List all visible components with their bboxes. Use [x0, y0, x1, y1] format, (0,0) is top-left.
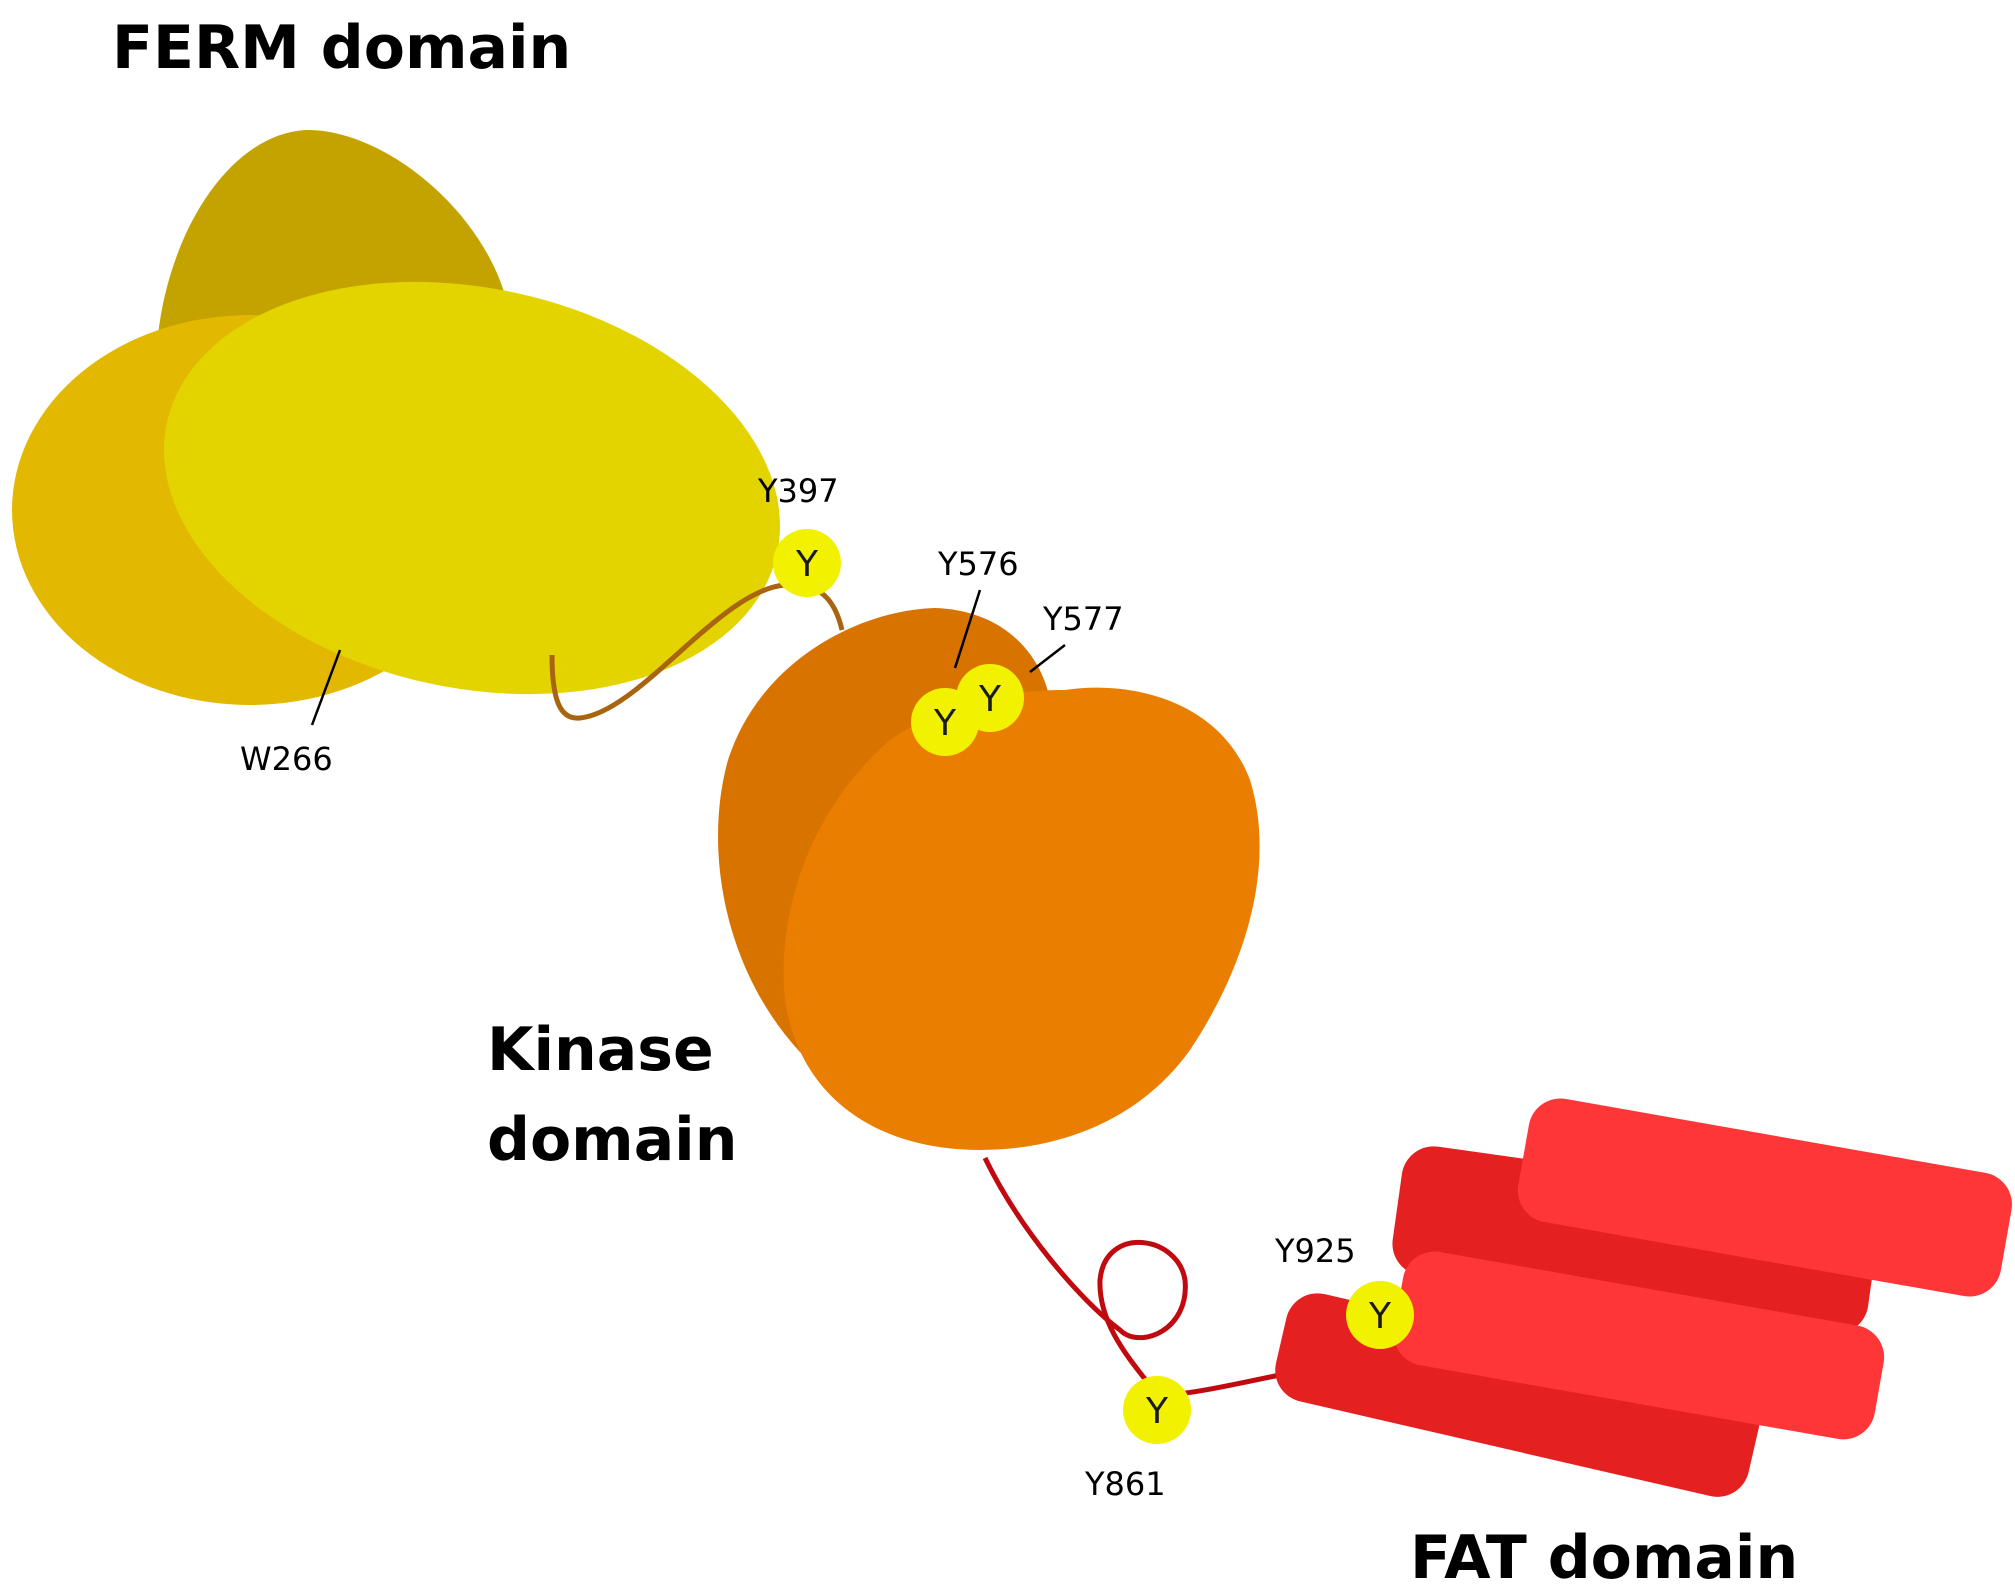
marker-y576-letter: Y: [933, 703, 957, 744]
marker-y925: Y: [1346, 1281, 1414, 1349]
marker-y397-letter: Y: [795, 544, 819, 585]
marker-y576-circle: [911, 688, 979, 756]
tyrosine-markers: Y Y Y Y Y: [773, 529, 1414, 1444]
label-y861: Y861: [1084, 1465, 1166, 1503]
fat-helix-front-upper: [1393, 1251, 1885, 1440]
ferm-lobe-front: [163, 281, 781, 695]
leader-y576: [953, 589, 982, 669]
marker-y397: Y: [773, 529, 841, 597]
marker-y397-circle: [773, 529, 841, 597]
leader-w266: [310, 649, 342, 726]
marker-y861: Y: [1123, 1376, 1191, 1444]
fat-helix-back-upper: [1517, 1098, 2012, 1297]
marker-y925-circle: [1346, 1281, 1414, 1349]
ferm-domain: [12, 129, 781, 705]
marker-y576: Y: [911, 688, 979, 756]
label-y925: Y925: [1274, 1232, 1356, 1270]
label-y397: Y397: [757, 472, 839, 510]
marker-y577-letter: Y: [978, 679, 1002, 720]
leader-y577: [1029, 644, 1066, 673]
kinase-domain-title-line2: domain: [487, 1105, 737, 1175]
marker-y861-letter: Y: [1145, 1391, 1169, 1432]
fat-domain-title: FAT domain: [1410, 1523, 1798, 1590]
marker-y861-circle: [1123, 1376, 1191, 1444]
marker-y925-letter: Y: [1368, 1296, 1392, 1337]
label-y576: Y576: [937, 545, 1019, 583]
kinase-domain-title-line1: Kinase: [487, 1015, 714, 1085]
kinase-lobe-front: [783, 687, 1260, 1150]
ferm-domain-title: FERM domain: [112, 13, 571, 83]
label-y577: Y577: [1042, 600, 1124, 638]
linker-kinase-fat: [982, 1156, 1281, 1398]
label-w266: W266: [240, 740, 333, 778]
